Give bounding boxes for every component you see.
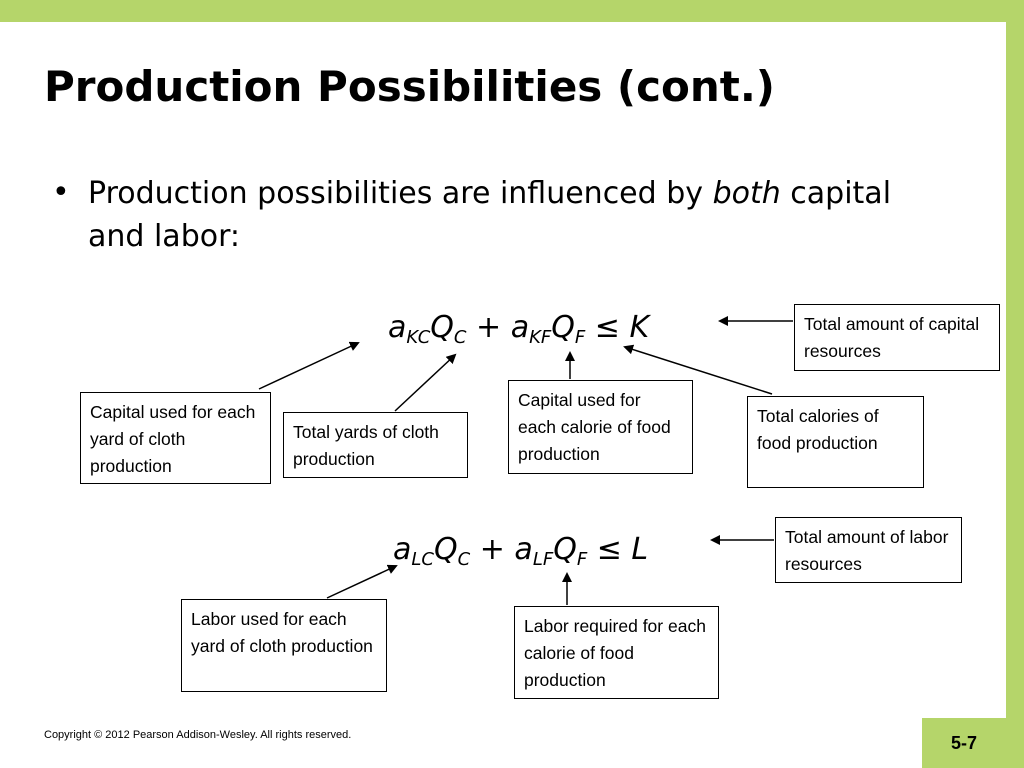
annotation-labor-cloth: Labor used for each yard of cloth produc… <box>181 599 387 692</box>
coef-symbol: a <box>514 532 533 567</box>
bullet-icon: • <box>52 175 70 210</box>
annotation-total-capital: Total amount of capital resources <box>794 304 1000 371</box>
copyright-footer: Copyright © 2012 Pearson Addison-Wesley.… <box>44 729 352 741</box>
plus-sign: + <box>470 532 515 567</box>
quantity-subscript: F <box>574 327 586 348</box>
annotation-labor-food: Labor required for each calorie of food … <box>514 606 719 699</box>
annotation-calories-food: Total calories of food production <box>747 396 924 488</box>
plus-sign: + <box>466 310 511 345</box>
quantity-subscript: C <box>457 549 471 570</box>
coef-subscript: KC <box>406 327 431 348</box>
arrow-capital-cloth <box>258 341 360 390</box>
quantity-subscript: F <box>576 549 588 570</box>
bullet-text-part: capital and labor: <box>88 176 892 254</box>
quantity-symbol: Q <box>551 310 575 345</box>
quantity-subscript: C <box>453 327 467 348</box>
coef-subscript: LF <box>532 549 554 570</box>
coef-subscript: KF <box>529 327 552 348</box>
bullet-text-part: Production possibilities are influenced … <box>88 176 713 211</box>
coef-symbol: a <box>393 532 412 567</box>
quantity-symbol: Q <box>430 310 454 345</box>
coef-symbol: a <box>388 310 407 345</box>
arrow-labor-cloth <box>326 564 398 599</box>
labor-equation: aLCQC + aLFQF ≤ L <box>393 532 649 569</box>
capital-equation: aKCQC + aKFQF ≤ K <box>388 310 650 347</box>
top-accent-bar <box>0 0 1024 22</box>
constraint-symbol: K <box>629 310 650 345</box>
slide-title: Production Possibilities (cont.) <box>44 62 776 111</box>
annotation-yards-cloth: Total yards of cloth production <box>283 412 468 478</box>
right-accent-bar <box>1006 0 1024 768</box>
leq-sign: ≤ <box>585 310 630 345</box>
bullet-emphasis: both <box>712 176 781 211</box>
coef-subscript: LC <box>411 549 434 570</box>
bullet-text: Production possibilities are influenced … <box>88 172 908 258</box>
arrow-calories-food <box>623 344 773 395</box>
quantity-symbol: Q <box>553 532 577 567</box>
coef-symbol: a <box>510 310 530 345</box>
annotation-total-labor: Total amount of labor resources <box>775 517 962 583</box>
page-number: 5-7 <box>922 718 1006 768</box>
leq-sign: ≤ <box>587 532 632 567</box>
constraint-symbol: L <box>631 532 649 567</box>
quantity-symbol: Q <box>434 532 458 567</box>
annotation-capital-cloth: Capital used for each yard of cloth prod… <box>80 392 271 484</box>
annotation-capital-food: Capital used for each calorie of food pr… <box>508 380 693 474</box>
arrow-yards-cloth <box>394 353 457 412</box>
